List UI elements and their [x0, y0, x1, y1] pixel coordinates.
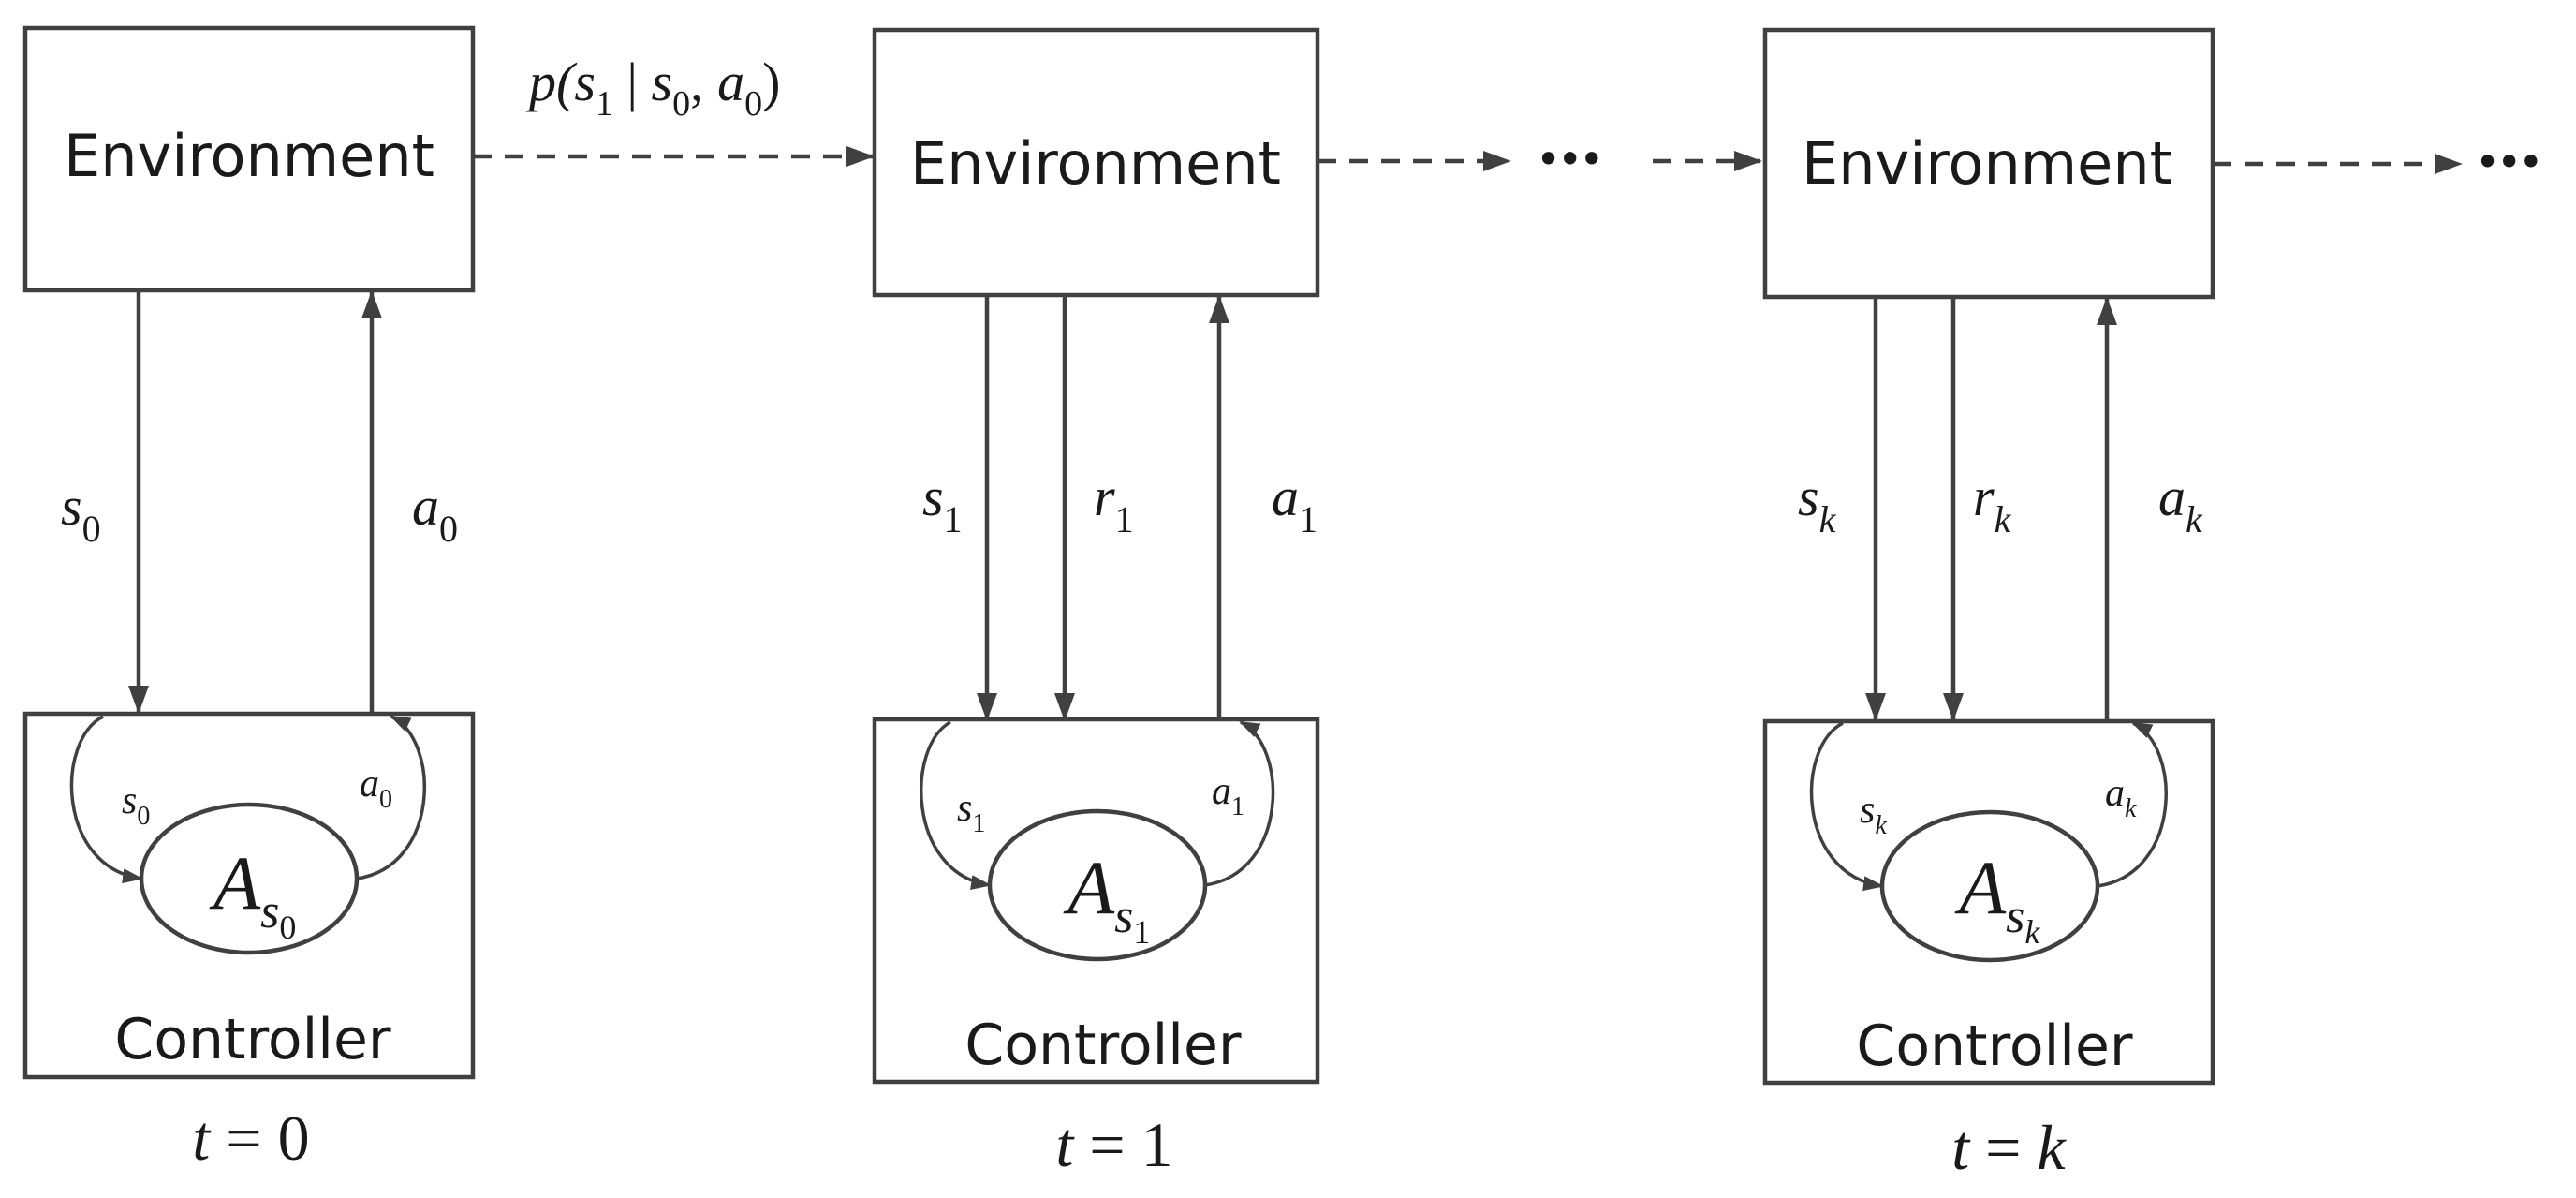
stage-t0: Environment s0 a0 As0 s0 a0 Controller t…	[22, 25, 476, 1174]
state-label-tk: sk	[1798, 466, 1837, 540]
inner-state-loop-t1	[920, 720, 992, 890]
action-label-t1: a1	[1272, 466, 1317, 540]
reward-label-tk: rk	[1973, 466, 2012, 540]
automaton-label-t0: As0	[209, 840, 296, 946]
ellipsis-1: •••	[1536, 134, 1600, 185]
inner-action-label-tk: ak	[2105, 772, 2137, 823]
stage-t1: Environment s1 r1 a1 As1 s1 a1 Controlle…	[872, 27, 1320, 1180]
reward-label-t1: r1	[1094, 466, 1134, 540]
stage-tk: Environment sk rk ak Ask sk ak Controlle…	[1762, 27, 2215, 1183]
environment-label-t1: Environment	[910, 129, 1281, 198]
environment-box-t0	[22, 25, 476, 293]
inner-action-loop-tk	[2097, 721, 2168, 888]
time-label-t0: t = 0	[192, 1102, 309, 1174]
inner-action-label-t0: a0	[360, 762, 392, 814]
transition-probability-label: p(s1 | s0, a0)	[525, 52, 780, 124]
action-label-tk: ak	[2158, 466, 2203, 540]
state-label-t0: s0	[61, 476, 101, 550]
controller-label-t0: Controller	[114, 1007, 390, 1072]
inner-action-loop-t0	[356, 715, 426, 880]
inner-state-loop-tk	[1809, 721, 1884, 892]
automaton-label-tk: Ask	[1954, 845, 2040, 951]
ellipsis-2: •••	[2475, 137, 2539, 187]
inner-state-label-t0: s0	[122, 779, 150, 831]
inner-state-label-tk: sk	[1860, 789, 1887, 840]
inner-action-label-t1: a1	[1212, 770, 1244, 821]
inner-action-loop-t1	[1204, 720, 1275, 887]
environment-box-t1	[872, 27, 1320, 298]
controller-label-tk: Controller	[1856, 1013, 2132, 1079]
environment-label-tk: Environment	[1802, 129, 2172, 198]
automaton-label-t1: As1	[1063, 845, 1150, 951]
controller-label-t1: Controller	[964, 1013, 1241, 1078]
action-label-t0: a0	[412, 476, 458, 550]
environment-label-t0: Environment	[64, 122, 434, 190]
inner-state-loop-t0	[69, 715, 143, 884]
inner-state-label-t1: s1	[957, 787, 985, 838]
time-label-t1: t = 1	[1055, 1109, 1172, 1180]
state-label-t1: s1	[922, 466, 963, 540]
time-label-tk: t = k	[1951, 1112, 2067, 1183]
